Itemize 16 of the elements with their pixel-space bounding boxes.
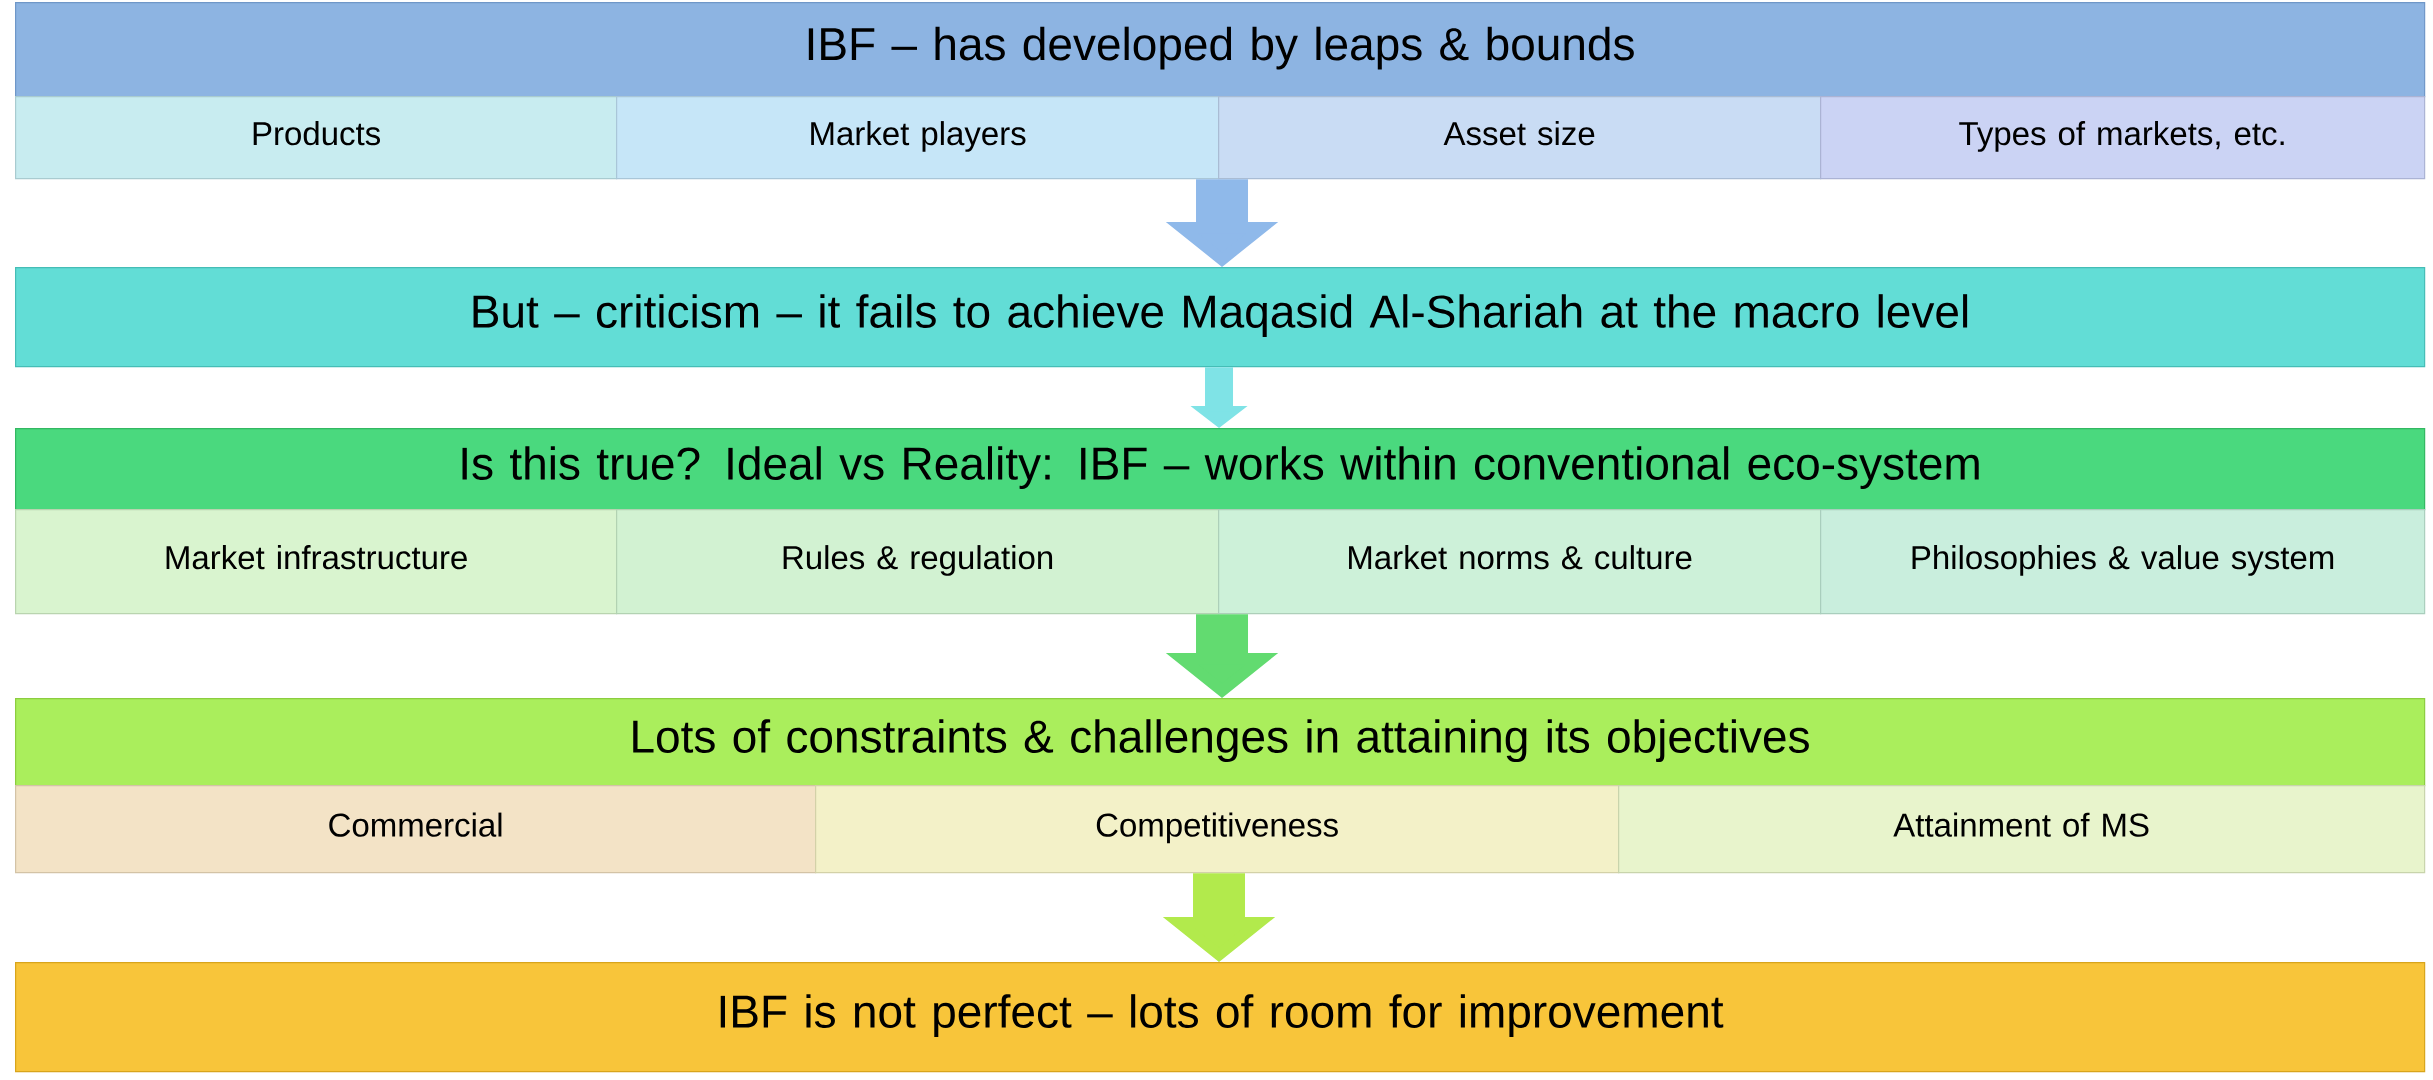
category-cell: Asset size	[1218, 96, 1822, 180]
category-cell: Market norms & culture	[1218, 509, 1822, 615]
banner-box: But – criticism – it fails to achieve Maqasid Al-Shariah at the macro level	[15, 267, 2426, 368]
category-cell: Attainment of MS	[1618, 785, 2426, 874]
category-cell: Commercial	[15, 785, 817, 874]
category-cell: Rules & regulation	[616, 509, 1220, 615]
category-cell: Types of markets, etc.	[1820, 96, 2426, 180]
category-cell: Philosophies & value system	[1820, 509, 2426, 615]
category-cell: Market infrastructure	[15, 509, 618, 615]
category-cell: Competitiveness	[815, 785, 1620, 874]
category-cell: Products	[15, 96, 618, 180]
banner-box: Lots of constraints & challenges in attaining its objectives	[15, 698, 2426, 787]
category-cell: Market players	[616, 96, 1220, 180]
banner-box: Is this true? Ideal vs Reality: IBF – works within conventional eco-system	[15, 428, 2426, 511]
banner-box: IBF – has developed by leaps & bounds	[15, 2, 2426, 98]
banner-box: IBF is not perfect – lots of room for improvement	[15, 962, 2426, 1073]
